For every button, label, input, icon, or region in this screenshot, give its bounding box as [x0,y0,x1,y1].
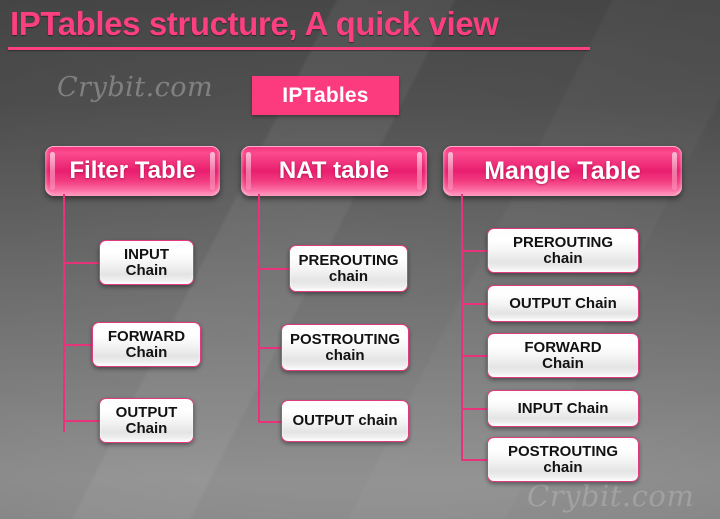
connector-mangle-trunk [461,194,463,460]
node-nat-table-label: NAT table [278,157,390,184]
node-filter-chain-output-label: OUTPUT Chain [115,403,178,437]
node-nat-chain-prerouting-label: PREROUTING chain [298,251,399,285]
connector-mangle-branch-3 [461,355,489,357]
page-title: IPTables structure, A quick view [10,5,499,42]
node-filter-chain-forward-label: FORWARD Chain [107,327,186,361]
node-mangle-chain-input[interactable]: INPUT Chain [487,390,639,427]
node-filter-chain-input[interactable]: INPUT Chain [99,240,194,285]
title-underline [8,47,590,50]
node-filter-table-label: Filter Table [69,157,196,184]
node-nat-chain-postrouting-label: POSTROUTING chain [289,330,400,364]
node-nat-chain-output-label: OUTPUT chain [292,412,398,430]
node-mangle-table-label: Mangle Table [484,156,641,185]
connector-mangle-branch-2 [461,303,489,305]
node-nat-chain-prerouting[interactable]: PREROUTING chain [289,245,408,292]
node-mangle-chain-forward-label: FORWARD Chain [524,338,602,372]
connector-mangle-branch-4 [461,408,489,410]
node-nat-chain-output[interactable]: OUTPUT chain [281,400,409,442]
connector-filter-branch-2 [63,344,100,346]
node-mangle-table[interactable]: Mangle Table [443,146,682,196]
connector-nat-trunk [258,194,260,423]
node-mangle-chain-postrouting-label: POSTROUTING chain [507,442,618,476]
node-mangle-chain-output[interactable]: OUTPUT Chain [487,285,639,322]
connector-filter-branch-3 [63,420,100,422]
node-filter-table[interactable]: Filter Table [45,146,220,196]
node-mangle-chain-output-label: OUTPUT Chain [509,294,617,312]
connector-nat-branch-1 [258,268,291,270]
connector-filter-trunk [63,194,65,432]
node-filter-chain-output[interactable]: OUTPUT Chain [99,398,194,443]
node-nat-chain-postrouting[interactable]: POSTROUTING chain [281,324,409,371]
connector-nat-branch-3 [258,421,282,423]
node-mangle-chain-prerouting-label: PREROUTING chain [512,233,613,267]
connector-mangle-branch-5 [461,459,489,461]
connector-mangle-branch-1 [461,250,489,252]
node-nat-table[interactable]: NAT table [241,146,427,196]
connector-nat-branch-2 [258,347,282,349]
node-mangle-chain-input-label: INPUT Chain [517,399,609,417]
node-iptables-root[interactable]: IPTables [252,76,399,115]
node-mangle-chain-forward[interactable]: FORWARD Chain [487,333,639,378]
node-filter-chain-input-label: INPUT Chain [124,245,169,279]
node-filter-chain-forward[interactable]: FORWARD Chain [92,322,201,367]
node-mangle-chain-postrouting[interactable]: POSTROUTING chain [487,437,639,482]
connector-filter-branch-1 [63,262,100,264]
node-mangle-chain-prerouting[interactable]: PREROUTING chain [487,228,639,273]
